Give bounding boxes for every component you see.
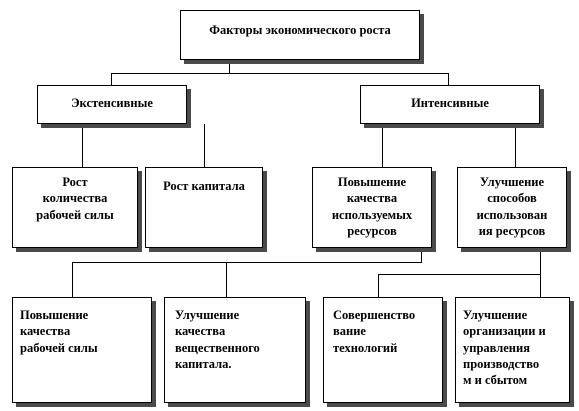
management-box: Улучшение организации и управления произ… (455, 297, 570, 403)
connector-to-management (540, 274, 541, 297)
connector-use-stem (540, 248, 541, 275)
capital-quality-line-1: Улучшение (175, 308, 240, 322)
connector-root-stem (229, 60, 230, 73)
intensive-label: Интенсивные (411, 96, 489, 110)
technology-line-2: вание (333, 324, 366, 339)
capital-quality-box: Улучшение качества вещественного капитал… (164, 297, 306, 403)
capital-growth-box: Рост капитала (145, 167, 263, 248)
labor-quality-line-2: качества (20, 324, 71, 339)
management-line-5: м и сбытом (463, 373, 528, 387)
connector-quality-bar (72, 262, 422, 263)
resource-use-line-2: способов (487, 191, 537, 206)
connector-to-capital-quality (226, 262, 227, 297)
intensive-box: Интенсивные (360, 85, 540, 124)
resource-use-line-1: Улучшение (479, 175, 545, 189)
labor-quantity-line-3: рабочей силы (36, 207, 114, 222)
management-line-1: Улучшение (463, 308, 528, 322)
resource-quality-line-4: ресурсов (347, 223, 397, 238)
resource-quality-box: Повышение качества используемых ресурсов (312, 167, 432, 248)
root-factor-box: Факторы экономического роста (180, 10, 420, 60)
management-line-3: управления (463, 340, 530, 355)
connector-level1-bar (111, 73, 449, 74)
connector-to-technology (378, 274, 379, 297)
technology-box: Совершенство вание технологий (323, 297, 443, 403)
labor-quality-line-3: рабочей силы (20, 340, 98, 355)
root-factor-label: Факторы экономического роста (209, 23, 391, 37)
labor-quality-line-1: Повышение (20, 308, 89, 322)
management-line-2: организации и (463, 324, 546, 339)
connector-to-extensive (111, 73, 112, 85)
labor-quantity-line-1: Рост (62, 175, 88, 189)
technology-line-1: Совершенство (333, 308, 416, 322)
connector-quality-stem (421, 248, 422, 263)
extensive-box: Экстенсивные (37, 85, 187, 124)
resource-use-line-3: использован (476, 207, 548, 222)
resource-use-box: Улучшение способов использован ия ресурс… (457, 167, 567, 248)
connector-intensive-to-use (515, 124, 516, 167)
connector-to-intensive (448, 73, 449, 85)
capital-quality-line-4: капитала. (175, 356, 232, 371)
resource-use-line-4: ия ресурсов (478, 223, 546, 238)
labor-quantity-box: Рост количества рабочей силы (12, 167, 138, 248)
capital-quality-line-2: качества (175, 324, 226, 339)
resource-quality-line-3: используемых (331, 207, 413, 222)
connector-use-bar (378, 274, 541, 275)
labor-quality-box: Повышение качества рабочей силы (12, 297, 152, 403)
connector-extensive-to-labor (82, 124, 83, 167)
connector-extensive-to-capital (204, 124, 205, 167)
labor-quantity-line-2: количества (42, 191, 108, 206)
connector-intensive-to-quality (382, 124, 383, 167)
capital-growth-line-1: Рост капитала (163, 179, 245, 193)
resource-quality-line-2: качества (346, 191, 398, 206)
capital-quality-line-3: вещественного (175, 340, 260, 355)
technology-line-3: технологий (333, 340, 398, 355)
resource-quality-line-1: Повышение (337, 175, 407, 189)
management-line-4: производство (463, 356, 540, 371)
connector-to-labor-quality (72, 262, 73, 297)
extensive-label: Экстенсивные (71, 96, 153, 110)
